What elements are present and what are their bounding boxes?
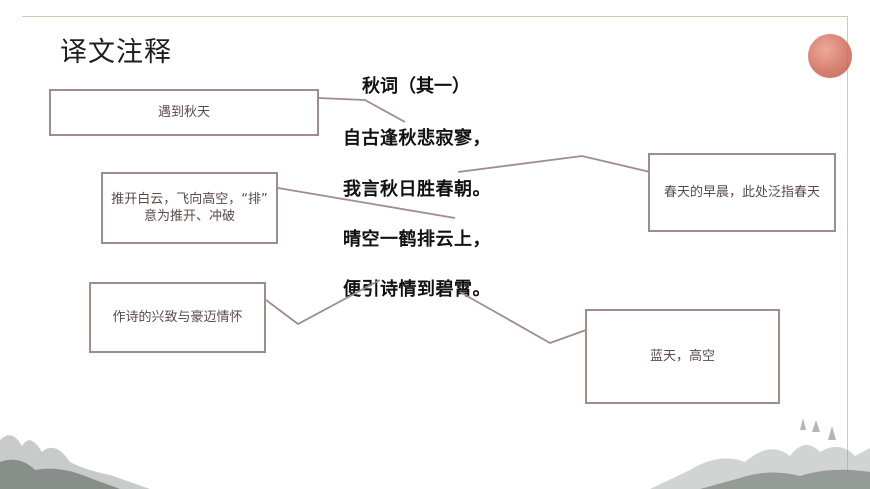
note-box-2: 推开白云，飞向高空，“排” 意为推开、冲破 xyxy=(101,172,278,244)
note-box-4: 春天的早晨，此处泛指春天 xyxy=(648,153,836,232)
poem-title: 秋词（其一） xyxy=(362,76,470,97)
note-box-5: 蓝天，高空 xyxy=(585,309,780,404)
red-sun-decoration xyxy=(808,34,852,78)
decorative-border xyxy=(22,16,848,474)
connector-note-4 xyxy=(457,155,651,173)
page-title: 译文注释 xyxy=(60,37,172,68)
poem-line-2: 我言秋日胜春朝。 xyxy=(343,179,491,200)
connector-note-5 xyxy=(459,291,587,344)
poem-line-3: 晴空一鹤排云上， xyxy=(343,229,491,250)
note-box-1: 遇到秋天 xyxy=(49,89,319,136)
connector-note-1 xyxy=(317,97,406,123)
poem-line-1: 自古逢秋悲寂寥， xyxy=(343,128,491,149)
poem-line-4: 便引诗情到碧霄。 xyxy=(343,279,491,300)
connector-note-2 xyxy=(277,187,456,219)
connector-note-3 xyxy=(265,279,381,326)
note-box-3: 作诗的兴致与豪迈情怀 xyxy=(89,282,266,353)
